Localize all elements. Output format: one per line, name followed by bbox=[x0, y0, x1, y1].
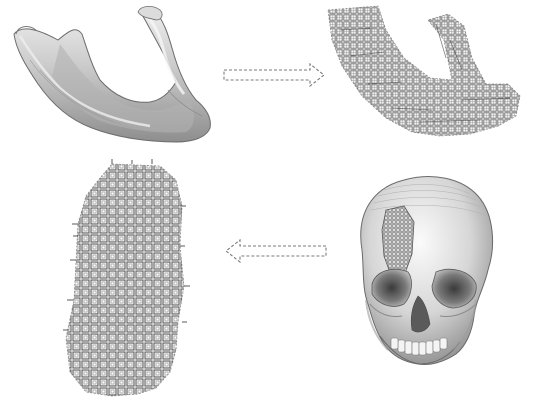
solid-mandible bbox=[13, 6, 211, 143]
skull-with-implant bbox=[360, 176, 494, 365]
lattice-mandible bbox=[327, 5, 521, 137]
arrow-left-icon bbox=[225, 238, 327, 264]
lattice-implant bbox=[63, 159, 190, 397]
arrow-right-icon bbox=[223, 62, 325, 88]
